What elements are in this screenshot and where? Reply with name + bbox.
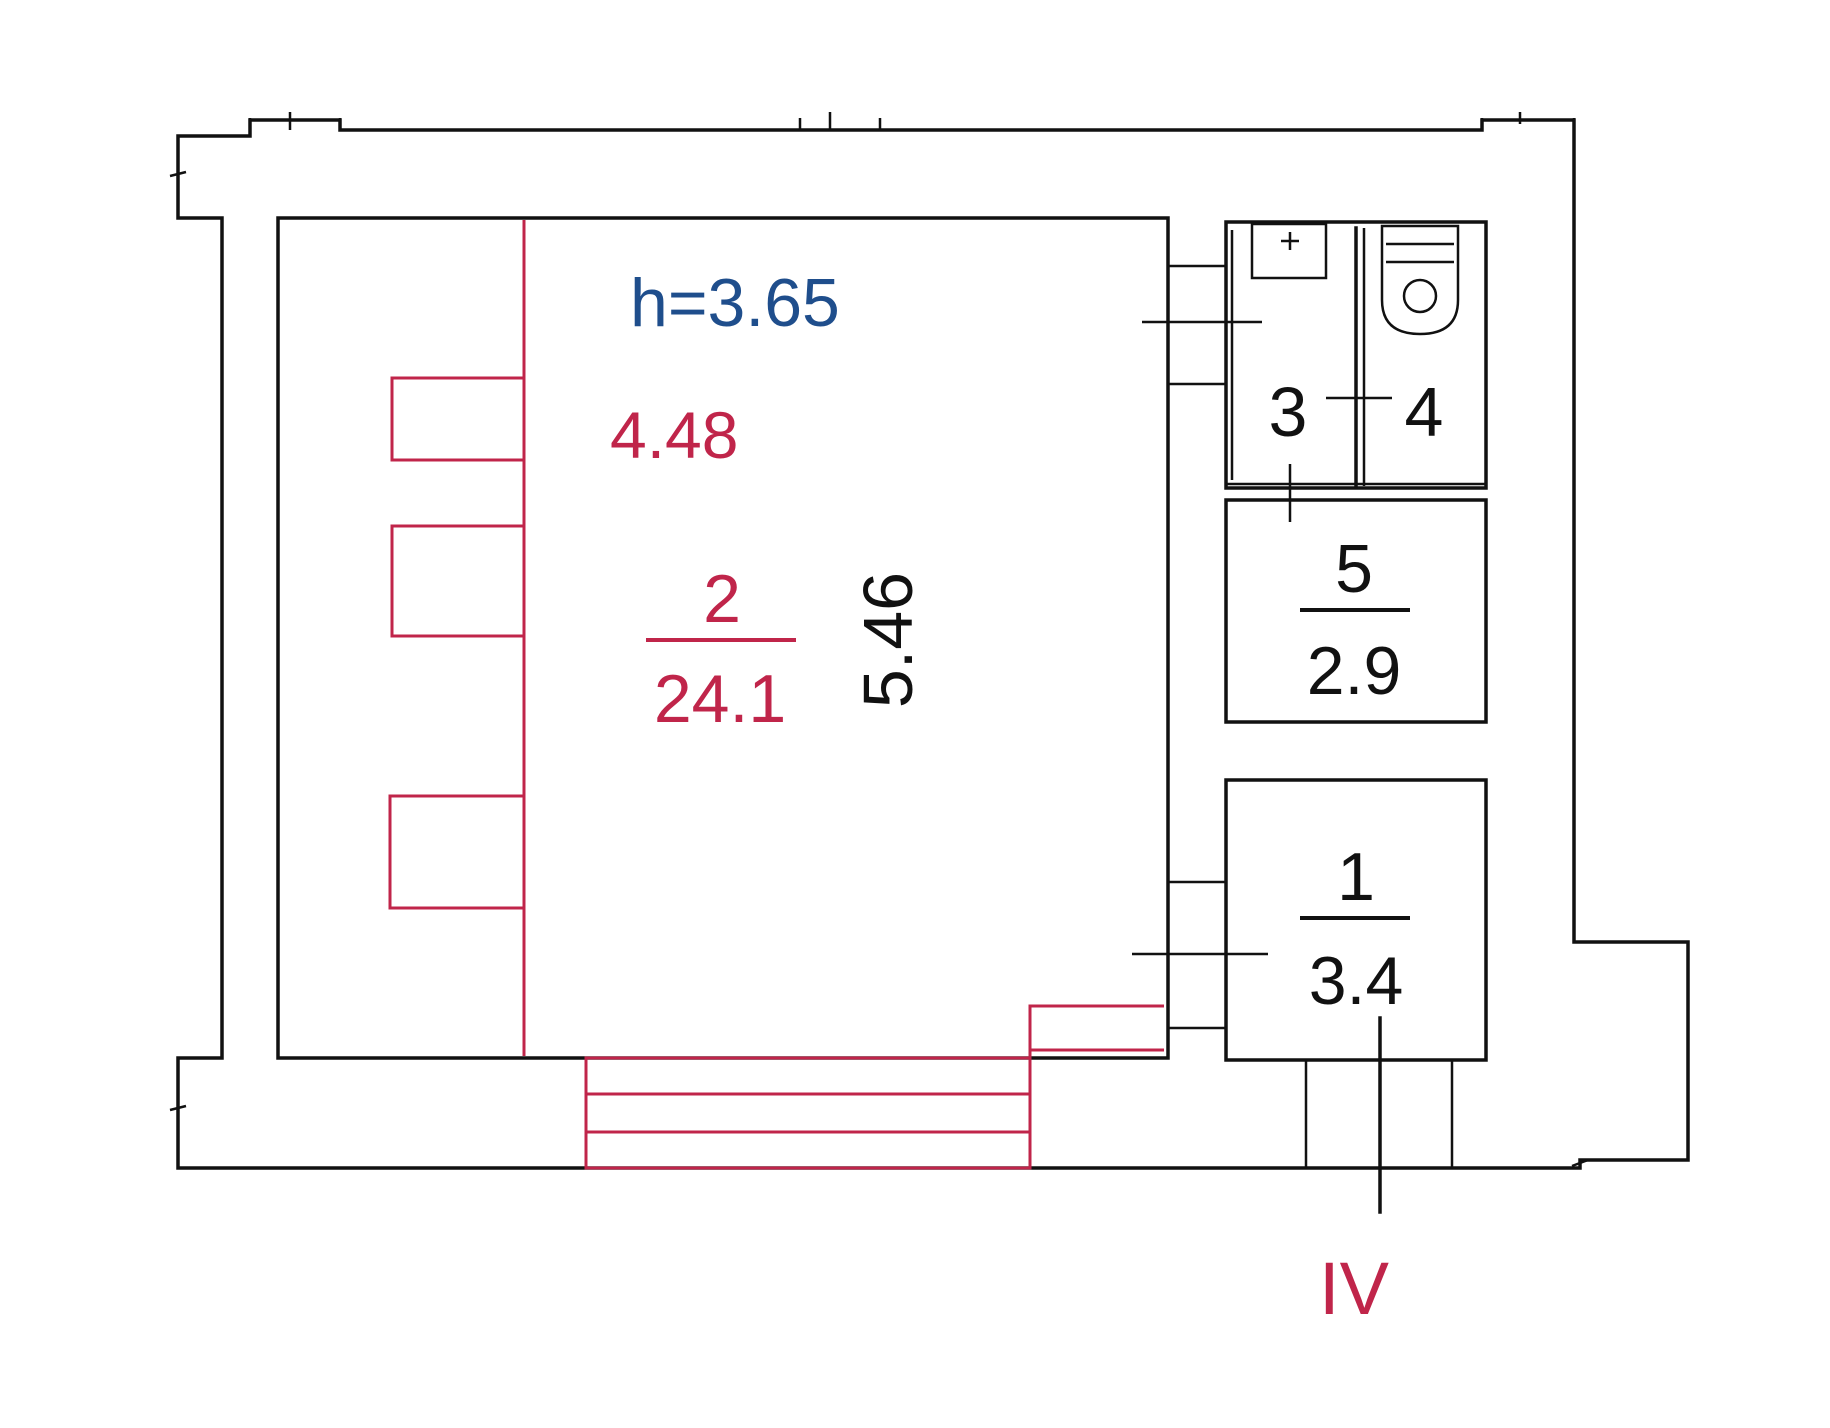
- room-1: [1132, 778, 1488, 1214]
- furniture-block: [390, 376, 526, 462]
- room-2: [276, 216, 1170, 1060]
- room-5: [1224, 498, 1488, 724]
- furniture-block: [390, 524, 526, 638]
- red-markup: [388, 220, 1164, 1170]
- room-3-number: 3: [1269, 373, 1308, 451]
- entrance-steps: [584, 1056, 1032, 1170]
- room-1-number: 1: [1337, 839, 1375, 915]
- outer-walls: [169, 112, 1690, 1170]
- room-4-number: 4: [1405, 373, 1444, 451]
- furniture-block: [388, 794, 526, 910]
- room-1-area: 3.4: [1309, 943, 1404, 1019]
- section-label: IV: [1319, 1247, 1390, 1330]
- room-2-length-label: 5.46: [849, 572, 927, 708]
- rooms-3-4: [1142, 220, 1488, 522]
- ceiling-height-label: h=3.65: [630, 265, 840, 341]
- sink-icon: [1250, 222, 1328, 280]
- room-2-width-label: 4.48: [610, 398, 738, 472]
- room-5-area: 2.9: [1307, 633, 1402, 709]
- room-5-number: 5: [1335, 531, 1373, 607]
- room-2-area: 24.1: [654, 661, 786, 737]
- toilet-icon: [1380, 224, 1460, 336]
- room-2-number: 2: [703, 561, 741, 637]
